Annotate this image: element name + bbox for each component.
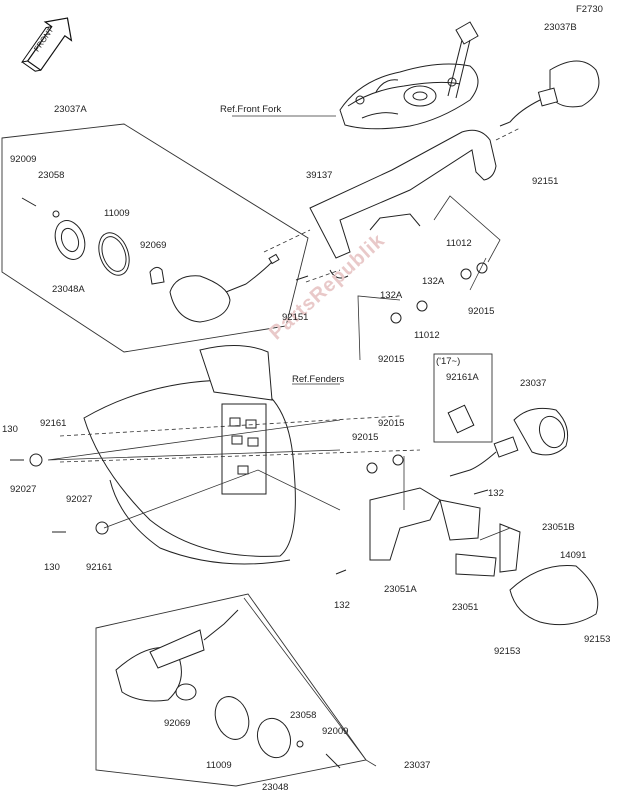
- part-label: 92027: [66, 494, 93, 505]
- part-label: 130: [44, 562, 60, 573]
- part-label: 23048: [262, 782, 289, 793]
- ref-front-fork: Ref.Front Fork: [220, 104, 282, 115]
- front-arrow-icon: [20, 17, 73, 72]
- note-box: [433, 353, 493, 443]
- part-label: 23051A: [384, 584, 417, 595]
- part-label: 23058: [38, 170, 65, 181]
- part-label: 92015: [378, 418, 405, 429]
- part-label: 92151: [532, 176, 559, 187]
- front-fork-assembly: [339, 21, 479, 130]
- note-part: 92161A: [446, 372, 479, 383]
- part-label: 39137: [306, 170, 333, 181]
- ref-fenders: Ref.Fenders: [292, 374, 345, 385]
- part-label: 92015: [468, 306, 495, 317]
- part-label: 92161: [40, 418, 67, 429]
- note-year: ('17~): [436, 356, 461, 367]
- part-label: 130: [2, 424, 18, 435]
- part-label: 14091: [560, 550, 587, 561]
- part-label: 92069: [164, 718, 191, 729]
- part-label: 23037: [404, 760, 431, 771]
- part-label: 23051B: [542, 522, 575, 533]
- cover-14091: [509, 565, 599, 626]
- turn-signal-bracket-39137: [309, 129, 497, 279]
- part-label: 92027: [10, 484, 37, 495]
- part-label: 92009: [322, 726, 349, 737]
- part-label: 132: [488, 488, 504, 499]
- part-label: 23037A: [54, 104, 87, 115]
- turn-signal-bottom: [115, 609, 341, 769]
- part-label: 132A: [422, 276, 445, 287]
- part-label: 132: [334, 600, 350, 611]
- hardware-pieces: [10, 262, 489, 575]
- part-label: 23048A: [52, 284, 85, 295]
- part-label: 11012: [414, 330, 440, 341]
- front-fender: [83, 344, 296, 565]
- part-label: 92153: [584, 634, 611, 645]
- turn-signal-right-top: [499, 60, 600, 127]
- part-label: 23037B: [544, 22, 577, 33]
- part-label: 11009: [206, 760, 232, 771]
- dashed-lines: [59, 127, 521, 463]
- part-label: 92153: [494, 646, 521, 657]
- part-label: 11009: [104, 208, 130, 219]
- part-label: 92015: [378, 354, 405, 365]
- figure-code: F2730: [576, 4, 603, 15]
- part-label: 92009: [10, 154, 37, 165]
- part-label: 23051: [452, 602, 479, 613]
- part-label: 92161: [86, 562, 113, 573]
- note-label-plate: [447, 404, 475, 434]
- part-label: 92069: [140, 240, 167, 251]
- part-label: 92015: [352, 432, 379, 443]
- part-label: 92151: [282, 312, 309, 323]
- part-label: 23037: [520, 378, 547, 389]
- part-label: 132A: [380, 290, 403, 301]
- bracket-23051: [369, 487, 521, 577]
- turn-signal-left: [21, 197, 280, 323]
- leader-lines: [47, 115, 511, 767]
- turn-signal-right-mid: [449, 407, 569, 477]
- group-box-23037: [95, 593, 367, 787]
- part-label: 23058: [290, 710, 317, 721]
- part-label: 11012: [446, 238, 472, 249]
- group-box-23037A: [1, 123, 309, 353]
